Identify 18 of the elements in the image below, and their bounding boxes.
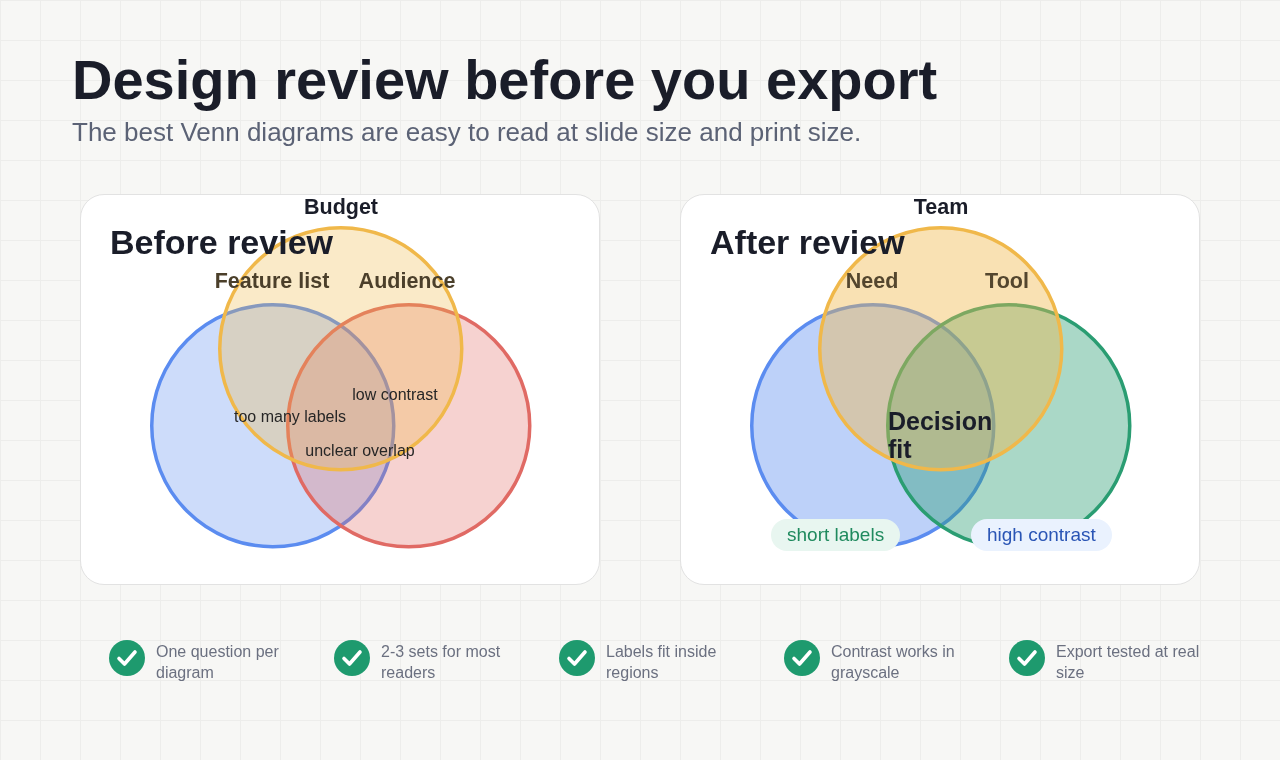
checklist-text: 2-3 sets for most readers bbox=[381, 642, 502, 683]
set-label: Tool bbox=[985, 270, 1029, 292]
panel-card bbox=[80, 194, 600, 585]
set-label: Need bbox=[845, 270, 899, 292]
region-label: low contrast bbox=[352, 385, 438, 405]
region-label: unclear overlap bbox=[305, 441, 415, 461]
label-tag: high contrast bbox=[971, 519, 1112, 551]
set-label: Team bbox=[913, 196, 969, 218]
label-tag: short labels bbox=[771, 519, 901, 551]
region-label: Decision fit bbox=[888, 407, 994, 463]
page-title: Design review before you export bbox=[72, 48, 938, 112]
checklist-text: Export tested at real size bbox=[1056, 642, 1201, 683]
panel-card bbox=[680, 194, 1200, 585]
checklist-text: Labels fit inside regions bbox=[606, 642, 718, 683]
checklist-text: One question per diagram bbox=[156, 642, 280, 683]
subtitle: The best Venn diagrams are easy to read at slide size and print size. bbox=[72, 116, 862, 148]
set-label: Budget bbox=[304, 196, 378, 218]
checklist-text: Contrast works in grayscale bbox=[831, 642, 956, 683]
